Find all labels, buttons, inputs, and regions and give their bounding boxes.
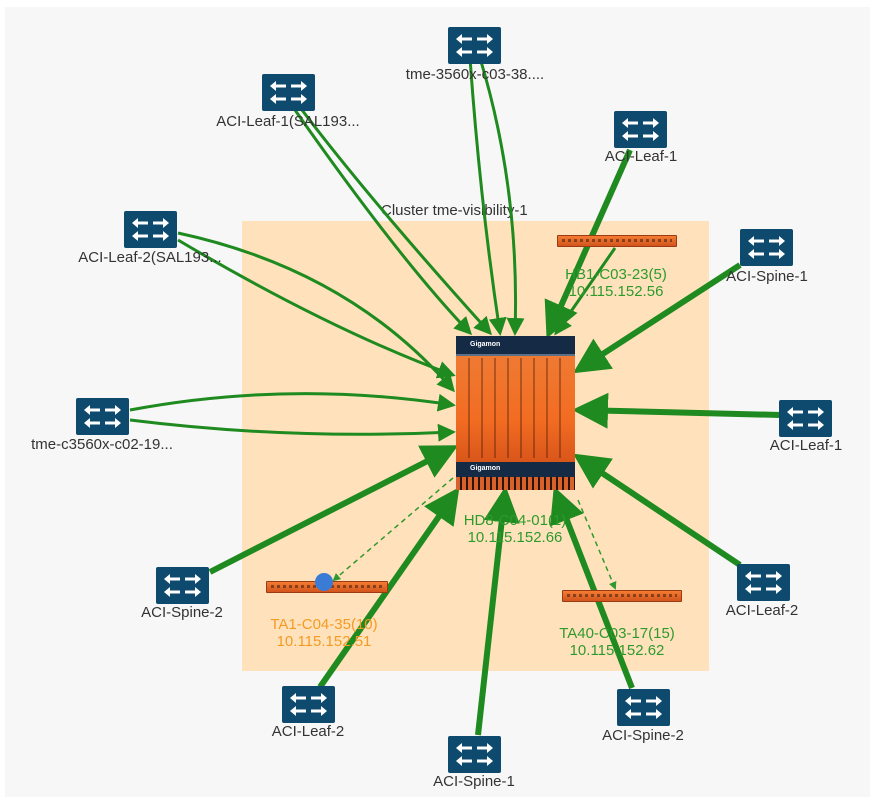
device-ta40-tray[interactable]: [562, 590, 682, 602]
switch-arrows-icon[interactable]: [448, 736, 501, 773]
device-ta40-ip: 10.115.152.62: [569, 642, 665, 659]
device-center-ip: 10.115.152.66: [467, 529, 563, 546]
dashed-link-ta1: [332, 477, 454, 582]
link-spine1right: [572, 262, 742, 374]
link-leaf1sal-a: [293, 109, 473, 336]
switch-arrows-icon[interactable]: [737, 564, 790, 601]
link-hb1: [554, 247, 617, 336]
switch-label: tme-c3560x-c02-19...: [31, 436, 173, 453]
switch-arrows-icon[interactable]: [779, 400, 832, 437]
device-center-name: HD8-C04-01(1): [463, 512, 567, 529]
switch-label: ACI-Leaf-2: [271, 723, 345, 740]
switch-label: ACI-Spine-2: [602, 727, 684, 744]
center-chassis[interactable]: Gigamon Gigamon: [456, 336, 575, 490]
brand-label: Gigamon: [470, 341, 501, 348]
link-leaf2sal-a: [177, 238, 456, 379]
link-leaf2bottom: [317, 487, 460, 689]
switch-label: ACI-Leaf-2: [725, 602, 799, 619]
link-leaf1right: [572, 392, 781, 429]
slot: [481, 358, 483, 458]
device-ta40-name: TA40-C03-17(15): [559, 625, 675, 642]
device-center-label[interactable]: HD8-C04-01(1) 10.115.152.66: [464, 512, 567, 546]
switch-arrows-icon[interactable]: [740, 229, 793, 266]
link-tme3560x-a: [468, 57, 507, 336]
chassis-top-bar: Gigamon: [456, 336, 575, 356]
switch-label: ACI-Leaf-2(SAL193...: [78, 249, 222, 266]
switch-label: ACI-Spine-1: [433, 773, 515, 790]
switch-arrows-icon[interactable]: [124, 211, 177, 248]
link-spine2left: [208, 445, 459, 575]
switch-label: ACI-Spine-1: [726, 268, 808, 285]
link-c3560-a: [129, 392, 456, 412]
link-c3560-b: [129, 418, 456, 442]
switch-label: ACI-Spine-2: [141, 604, 223, 621]
switch-arrows-icon[interactable]: [262, 74, 315, 111]
switch-arrows-icon[interactable]: [156, 567, 209, 604]
device-hb1-tray[interactable]: [557, 235, 677, 247]
link-leaf2right: [573, 453, 742, 568]
device-hb1-ip: 10.115.152.56: [568, 283, 664, 300]
slot: [546, 358, 548, 458]
link-leaf2sal-b: [177, 231, 455, 393]
link-leaf1sal-b: [300, 109, 493, 336]
switch-label: ACI-Leaf-1: [769, 437, 843, 454]
device-ta1-name: TA1-C04-35(10): [270, 616, 378, 633]
switch-arrows-icon[interactable]: [76, 398, 129, 435]
device-ta1-ip: 10.115.152.51: [276, 633, 372, 650]
chassis-ports: [456, 477, 575, 490]
brand-label-lower: Gigamon: [470, 465, 501, 472]
switch-arrows-icon[interactable]: [448, 27, 501, 64]
device-hb1-name: HB1-C03-23(5): [565, 266, 667, 283]
device-hb1-label[interactable]: HB1-C03-23(5) 10.115.152.56: [565, 266, 667, 300]
slot: [520, 358, 522, 458]
switch-arrows-icon[interactable]: [282, 686, 335, 723]
switch-label: tme-3560x-c03-38....: [405, 66, 545, 83]
slot: [507, 358, 509, 458]
device-ta1-label[interactable]: TA1-C04-35(10) 10.115.152.51: [270, 616, 377, 650]
chassis-body: [456, 356, 575, 462]
cluster-title: Cluster tme-visibility-1: [381, 202, 528, 219]
link-spine1bottom: [475, 486, 520, 736]
link-tme3560x-b: [478, 57, 525, 336]
device-ta40-label[interactable]: TA40-C03-17(15) 10.115.152.62: [559, 625, 675, 659]
slot: [559, 358, 561, 458]
switch-arrows-icon[interactable]: [614, 111, 667, 148]
chassis-mid-bar: Gigamon: [456, 462, 575, 477]
switch-label: ACI-Leaf-1: [604, 148, 678, 165]
slot: [494, 358, 496, 458]
dashed-link-ta40: [577, 499, 617, 590]
switch-arrows-icon[interactable]: [617, 689, 670, 726]
selection-dot-icon[interactable]: [315, 573, 333, 591]
slot: [468, 358, 470, 458]
switch-label: ACI-Leaf-1(SAL193...: [216, 113, 360, 130]
slot: [533, 358, 535, 458]
